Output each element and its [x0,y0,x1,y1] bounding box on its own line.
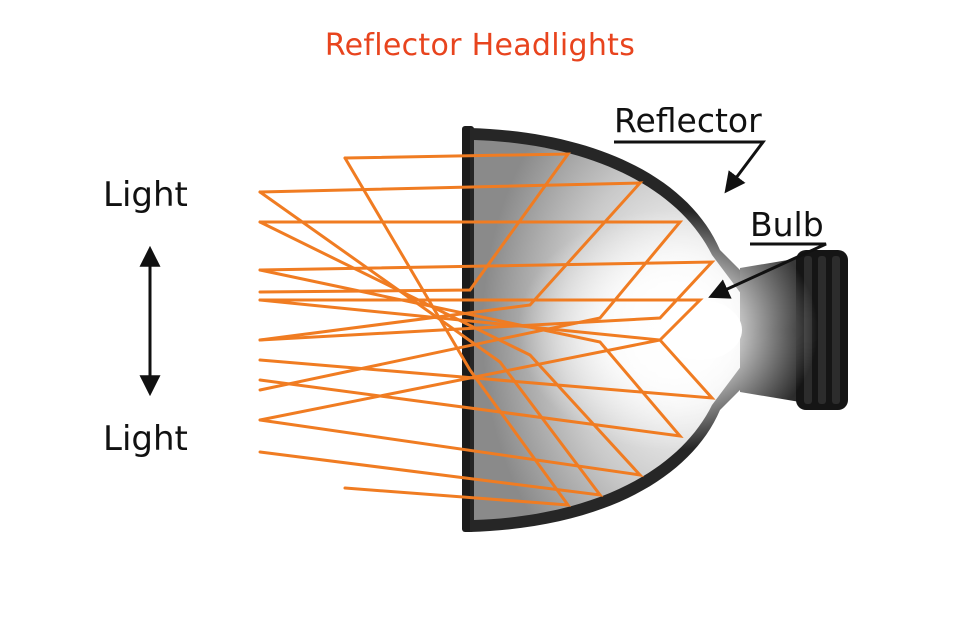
socket-ring-3 [832,256,840,404]
label-light-bottom: Light [103,419,188,459]
light-ray [258,181,644,342]
light-ray [258,220,684,392]
light-rays [258,152,716,507]
label-reflector: Reflector [614,101,762,140]
bulb [658,300,742,360]
diagram-title: Reflector Headlights [324,28,636,63]
label-bulb: Bulb [750,205,824,244]
light-ray [258,298,704,422]
reflector-pointer [614,140,766,194]
label-light-top: Light [103,175,188,215]
light-ray [258,260,716,342]
socket-ring-2 [818,256,826,404]
light-ray [258,190,604,497]
bulb-pointer [708,242,827,299]
light-ray [343,156,572,507]
